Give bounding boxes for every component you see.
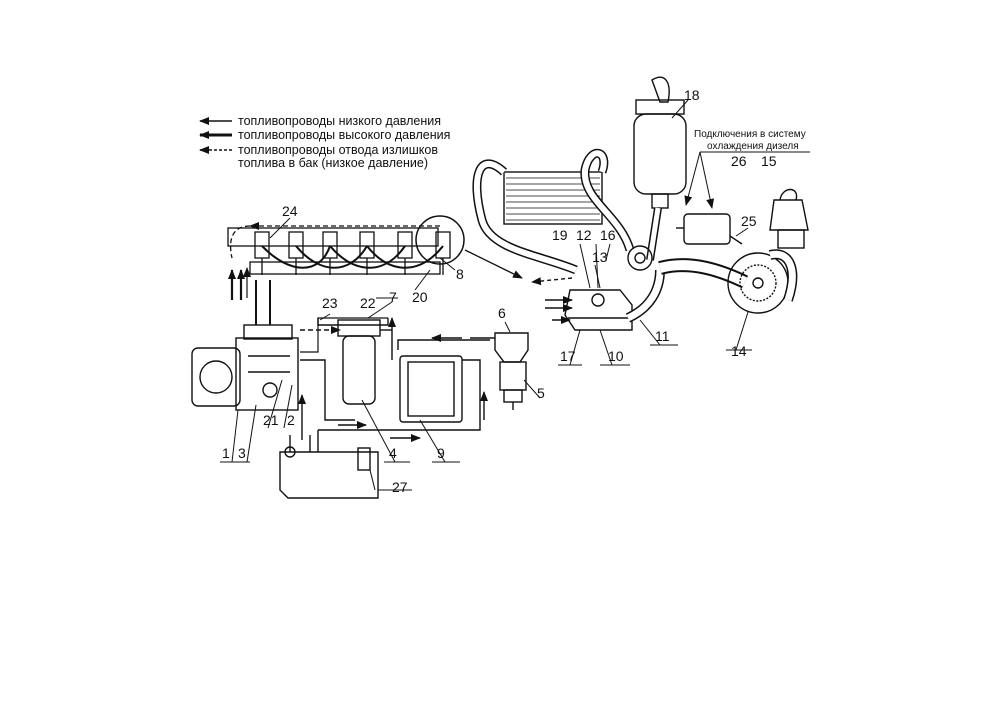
callout-13: 13 [592, 249, 608, 265]
callout-15: 15 [761, 153, 777, 169]
callout-14: 14 [731, 343, 747, 359]
callout-19: 19 [552, 227, 568, 243]
callout-21: 21 [263, 412, 279, 428]
callout-3: 3 [238, 445, 246, 461]
callout-12: 12 [576, 227, 592, 243]
callout-10: 10 [608, 348, 624, 364]
fuel-tank [279, 394, 460, 499]
callout-leaders [220, 99, 752, 491]
legend-low-pressure: топливопроводы низкого давления [238, 114, 441, 128]
coarse-fuel-filter [431, 332, 529, 420]
injector-detail-circle [415, 215, 465, 265]
legend-drain-2: топлива в бак (низкое давление) [238, 156, 428, 170]
callout-6: 6 [498, 305, 506, 321]
callout-2: 2 [287, 412, 295, 428]
legend-high-pressure: топливопроводы высокого давления [238, 128, 450, 142]
callout-20: 20 [412, 289, 428, 305]
callout-24: 24 [282, 203, 298, 219]
callout-27: 27 [392, 479, 408, 495]
injectors [254, 231, 451, 275]
cooling-pointers [684, 151, 810, 209]
callout-18: 18 [684, 87, 700, 103]
rail-cover [227, 227, 439, 247]
callout-4: 4 [389, 445, 397, 461]
cooling-note-1: Подключения в систему [694, 129, 806, 140]
callout-25: 25 [741, 213, 757, 229]
electronic-unit [390, 339, 490, 442]
fuel-rail-assembly [227, 215, 523, 279]
callout-7: 7 [389, 289, 397, 305]
callout-9: 9 [437, 445, 445, 461]
callout-5: 5 [537, 385, 545, 401]
cooling-note-2: охлаждения дизеля [707, 141, 799, 152]
injection-pump [191, 267, 341, 411]
fine-fuel-filter [300, 317, 396, 429]
callout-17: 17 [560, 348, 576, 364]
legend-drain-1: топливопроводы отвода излишков [238, 143, 438, 157]
legend [199, 117, 232, 154]
air-system [472, 76, 809, 331]
callout-23: 23 [322, 295, 338, 311]
callout-26: 26 [731, 153, 747, 169]
callout-22: 22 [360, 295, 376, 311]
callout-8: 8 [456, 266, 464, 282]
callout-1: 1 [222, 445, 230, 461]
intercooler [503, 171, 603, 225]
callout-11: 11 [655, 328, 670, 344]
callout-16: 16 [600, 227, 616, 243]
callout-numbers: 1 2 3 4 5 6 7 8 9 10 11 12 13 14 15 16 1… [222, 87, 777, 495]
